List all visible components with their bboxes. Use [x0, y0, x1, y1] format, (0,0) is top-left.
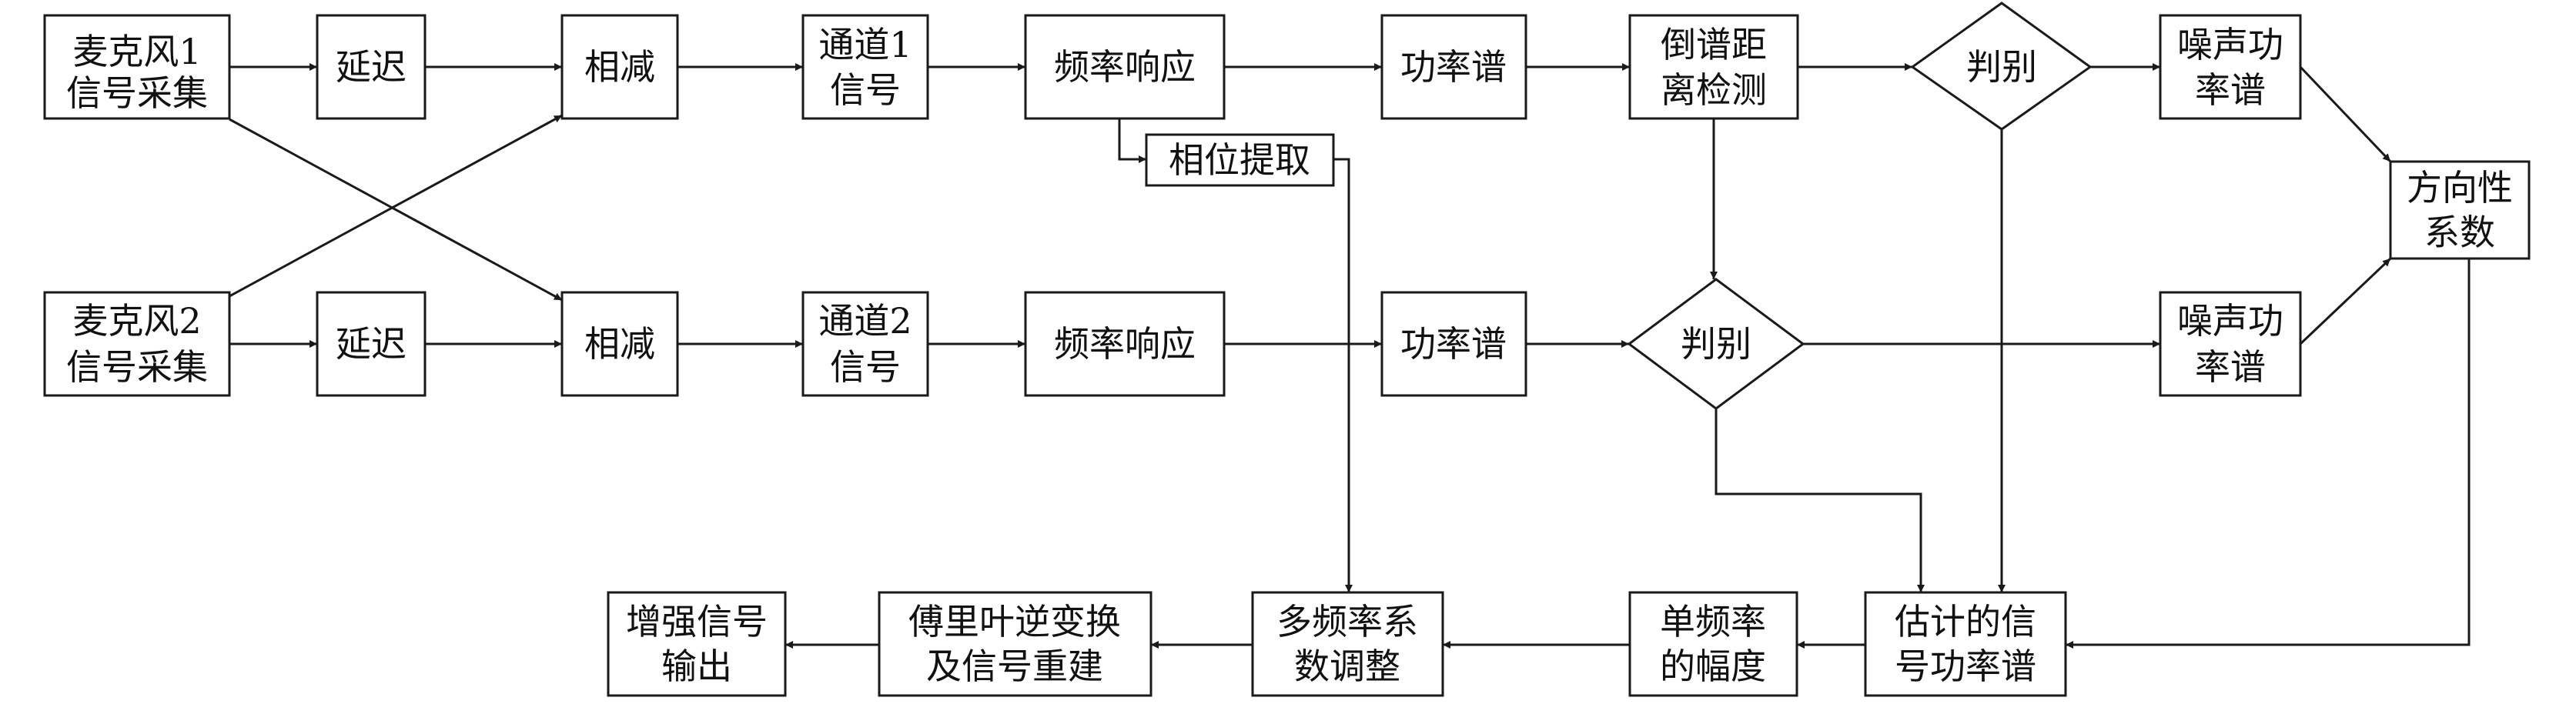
node-estimate: 估计的信 号功率谱: [1864, 591, 2067, 697]
node-sub2-line1: 相减: [584, 323, 655, 365]
node-estimate-line2: 号功率谱: [1895, 646, 2036, 687]
node-singlefreq-line2: 的幅度: [1660, 646, 1766, 687]
node-psd2-line1: 功率谱: [1400, 323, 1507, 365]
node-direction-line2: 系数: [2424, 212, 2495, 253]
arrow-mic2-sub1: [229, 114, 563, 298]
node-ch1-line2: 信号: [830, 69, 901, 111]
node-mic1-line1: 麦克风1: [72, 31, 201, 72]
node-phase-line1: 相位提取: [1169, 139, 1310, 181]
node-ifft-line1: 傅里叶逆变换: [908, 601, 1121, 642]
node-estimate-line1: 估计的信: [1895, 601, 2036, 642]
node-freq1: 频率响应: [1024, 14, 1226, 120]
node-sub1: 相减: [560, 14, 679, 120]
node-noise1-line2: 率谱: [2195, 69, 2266, 111]
node-output-line1: 增强信号: [626, 601, 768, 642]
node-singlefreq: 单频率 的幅度: [1628, 591, 1798, 697]
node-noise1-line1: 噪声功: [2177, 24, 2283, 65]
node-delay1-line1: 延迟: [336, 46, 406, 88]
node-sub2: 相减: [560, 291, 679, 397]
node-noise2-line2: 率谱: [2195, 346, 2266, 388]
node-delay2: 延迟: [316, 291, 427, 397]
node-freq2: 频率响应: [1024, 291, 1226, 397]
node-direction-line1: 方向性: [2407, 167, 2513, 209]
node-ch1: 通道1 信号: [801, 14, 929, 120]
arrow-direction-estimate: [2066, 259, 2471, 649]
node-psd1: 功率谱: [1380, 14, 1527, 120]
node-judge1: 判别: [1910, 2, 2093, 131]
node-phase: 相位提取: [1145, 133, 1335, 187]
node-psd1-line1: 功率谱: [1400, 46, 1507, 88]
node-ifft-line2: 及信号重建: [926, 646, 1103, 687]
node-mic1-line2: 信号采集: [66, 72, 208, 114]
node-multifreq: 多频率系 数调整: [1251, 591, 1444, 697]
node-ch2: 通道2 信号: [801, 291, 929, 397]
node-mic2: 麦克风2 信号采集: [43, 291, 231, 397]
node-psd2: 功率谱: [1380, 291, 1527, 397]
node-output: 增强信号 输出: [607, 591, 787, 697]
node-delay1: 延迟: [316, 14, 427, 120]
node-noise2: 噪声功 率谱: [2159, 291, 2302, 397]
node-ifft: 傅里叶逆变换 及信号重建: [878, 591, 1153, 697]
node-judge1-line1: 判别: [1966, 46, 2037, 88]
node-multifreq-line1: 多频率系: [1276, 601, 1418, 642]
arrow-noise1-direction: [2299, 65, 2392, 163]
node-cepstrum: 倒谱距 离检测: [1628, 14, 1799, 120]
node-ch1-line1: 通道1: [818, 24, 912, 65]
arrow-judge2-estimate: [1715, 409, 1925, 592]
node-singlefreq-line1: 单频率: [1660, 601, 1766, 642]
node-mic1: 麦克风1 信号采集: [43, 14, 231, 120]
node-judge2-line1: 判别: [1681, 323, 1751, 365]
arrow-freq1-phase: [1118, 118, 1146, 163]
arrow-noise2-direction: [2299, 257, 2392, 345]
node-delay2-line1: 延迟: [336, 323, 406, 365]
node-multifreq-line2: 数调整: [1294, 646, 1400, 687]
node-cepstrum-line2: 离检测: [1661, 69, 1767, 111]
node-cepstrum-line1: 倒谱距: [1661, 24, 1767, 65]
connectors: [229, 63, 2471, 649]
node-judge2: 判别: [1627, 278, 1805, 410]
node-direction: 方向性 系数: [2389, 160, 2531, 260]
arrow-mic1-sub2: [229, 118, 563, 302]
node-ch2-line2: 信号: [830, 346, 901, 388]
node-mic2-line1: 麦克风2: [72, 300, 201, 342]
node-ch2-line1: 通道2: [818, 300, 912, 342]
node-noise1: 噪声功 率谱: [2159, 14, 2302, 120]
node-freq2-line1: 频率响应: [1054, 323, 1196, 365]
arrow-phase-multifreq: [1333, 158, 1353, 592]
node-output-line2: 输出: [661, 646, 732, 687]
node-noise2-line1: 噪声功: [2177, 300, 2283, 342]
node-freq1-line1: 频率响应: [1054, 46, 1196, 88]
node-mic2-line2: 信号采集: [66, 346, 208, 388]
node-sub1-line1: 相减: [584, 46, 655, 88]
